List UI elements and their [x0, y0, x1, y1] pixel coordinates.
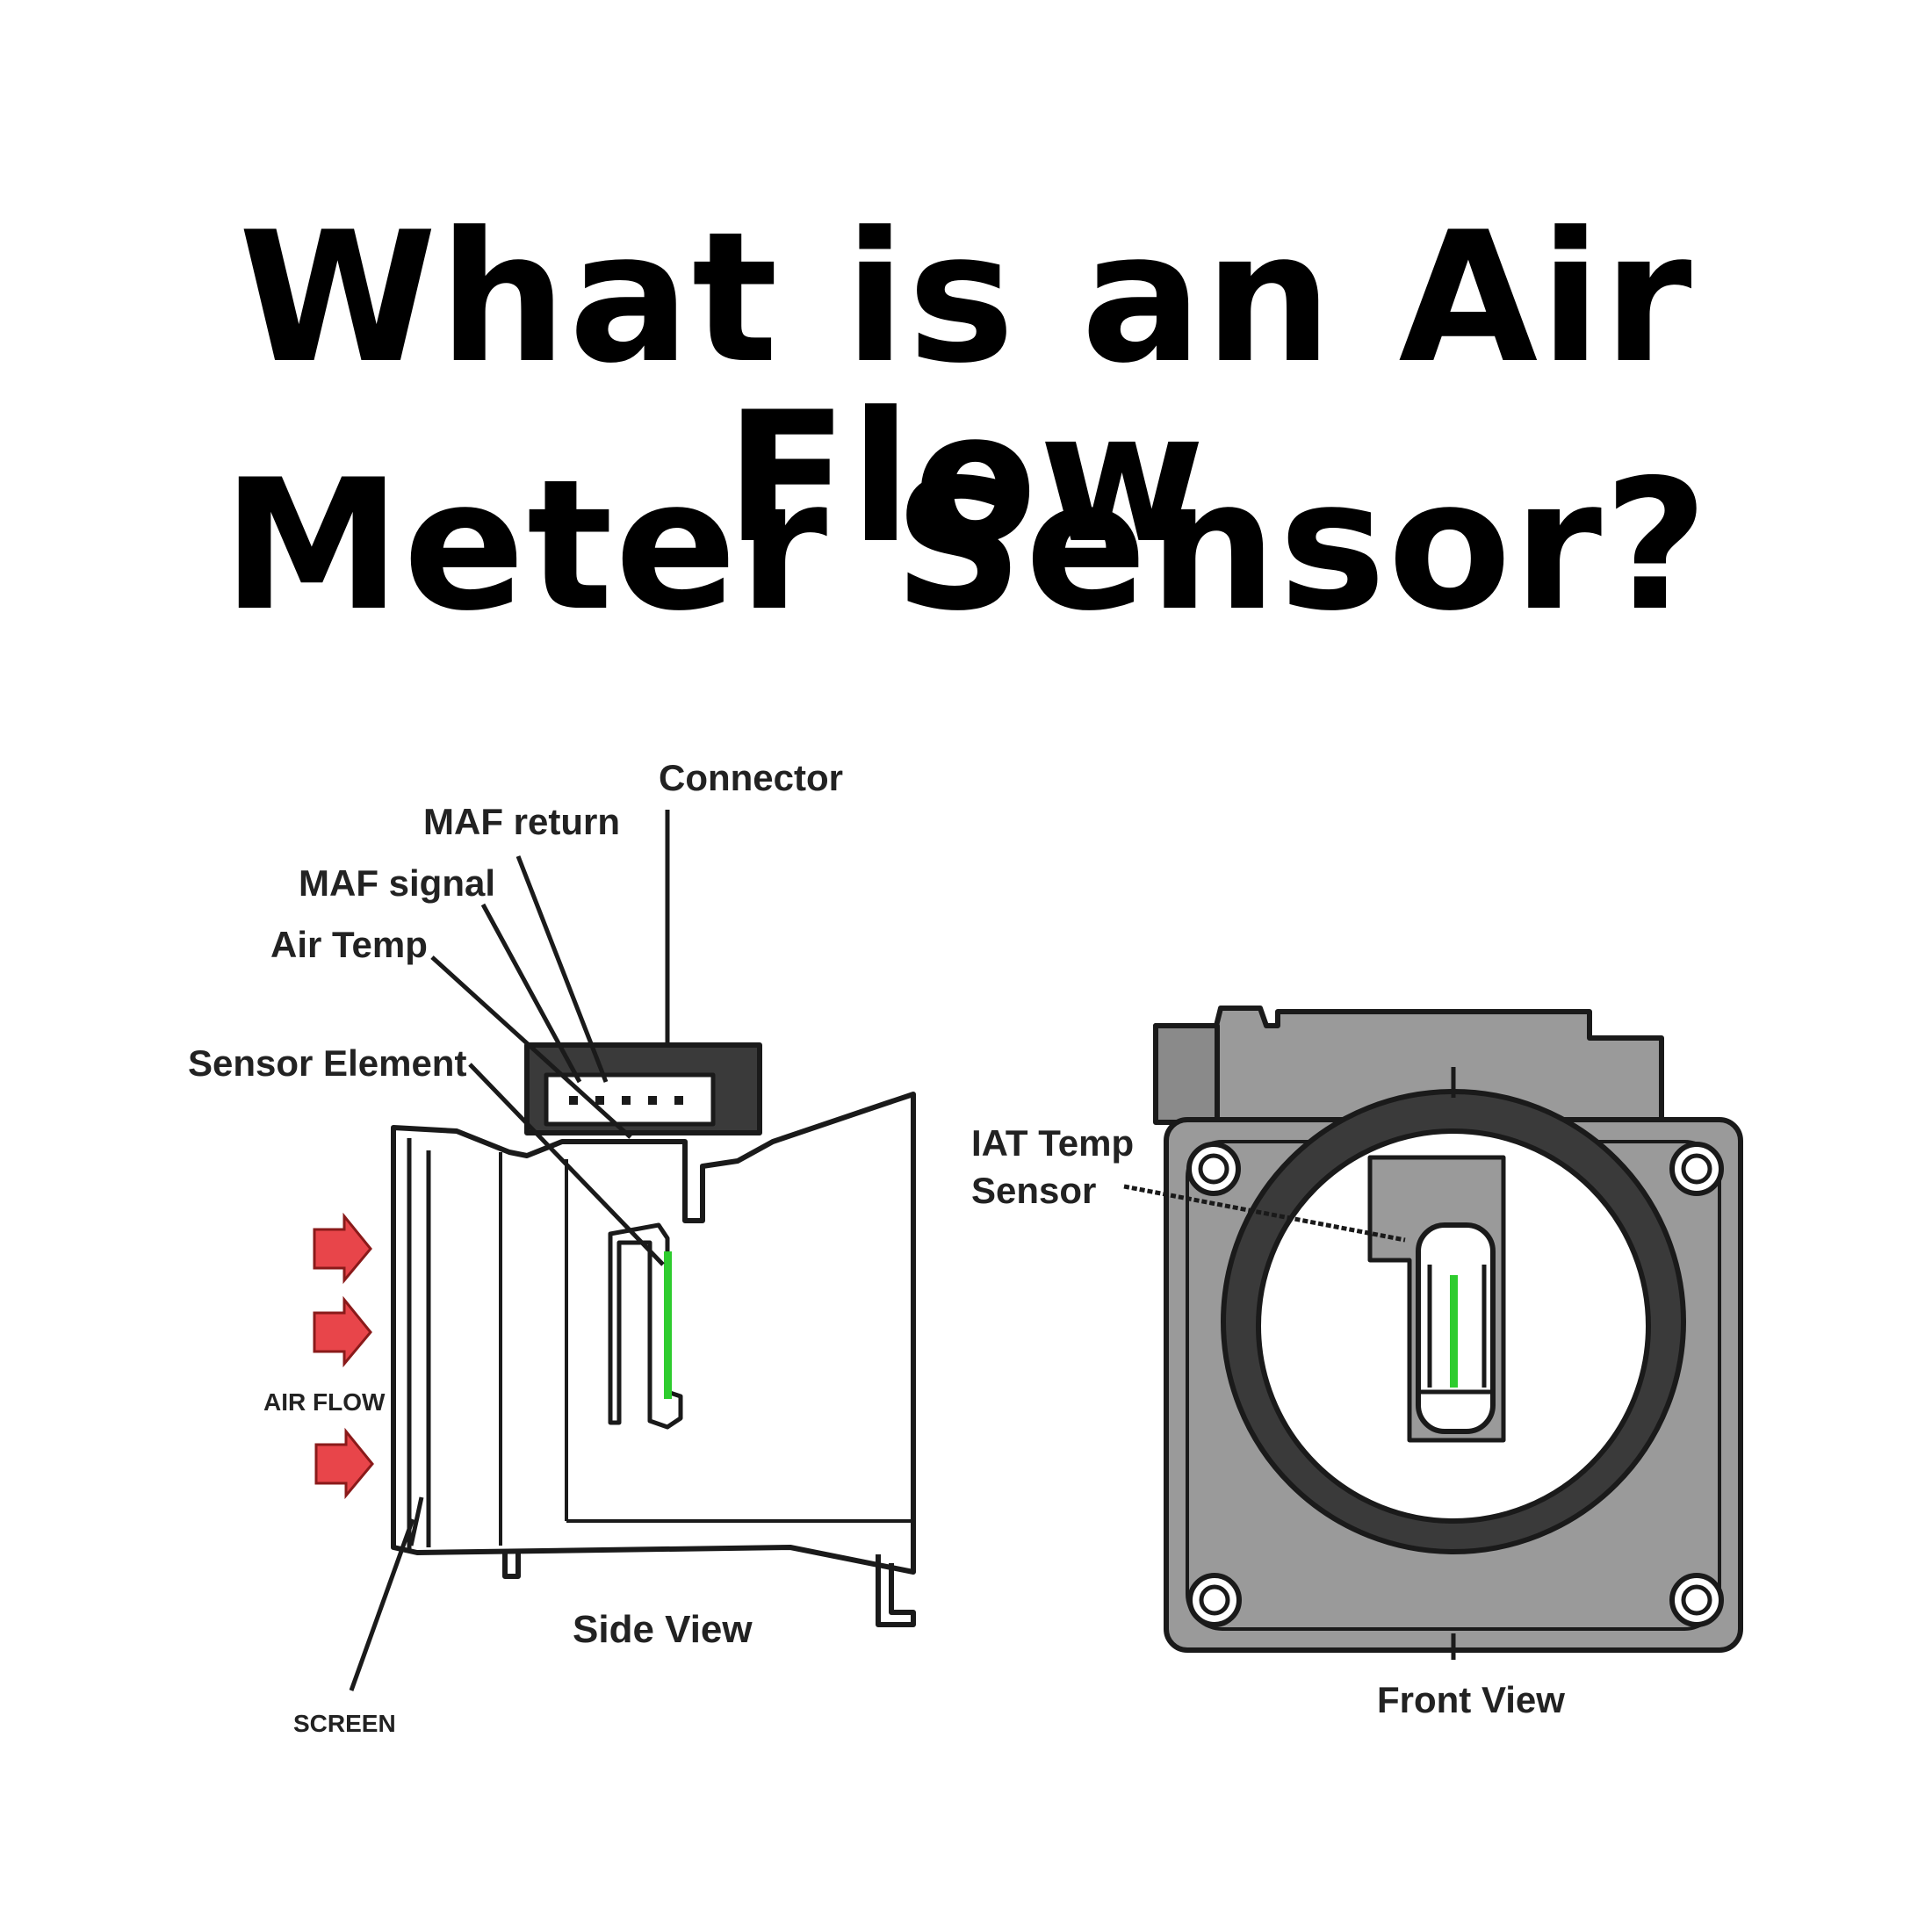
- side-connector-pins: [569, 1096, 683, 1105]
- label-iat-temp-line1: IAT Temp: [971, 1122, 1134, 1164]
- front-view-diagram: [1153, 1006, 1743, 1660]
- front-connector-latch: [1153, 1023, 1220, 1125]
- label-maf-signal: MAF signal: [299, 862, 495, 904]
- page-title-line-2: Meter Sensor?: [221, 442, 1711, 651]
- side-internal-lines: [499, 1152, 913, 1546]
- air-flow-arrow-icon: [313, 1212, 372, 1285]
- mounting-hole-icon: [1187, 1573, 1242, 1627]
- label-air-temp: Air Temp: [270, 924, 428, 965]
- mounting-hole-icon: [1186, 1142, 1241, 1196]
- label-connector: Connector: [659, 757, 843, 798]
- side-sensor-probe: [608, 1222, 683, 1430]
- label-maf-return: MAF return: [423, 801, 620, 842]
- screen-marker: [408, 1496, 424, 1546]
- leader-iat-temp-sensor: [1123, 1184, 1406, 1243]
- label-air-flow: AIR FLOW: [263, 1388, 386, 1416]
- page-title-line-1: What is an Air Flow: [238, 194, 1694, 583]
- label-screen: SCREEN: [293, 1710, 396, 1737]
- side-view-caption: Side View: [573, 1608, 753, 1651]
- sensor-element-green: [1450, 1275, 1458, 1388]
- side-leader-lines: [349, 810, 670, 1691]
- leader-sensor-element: [468, 1063, 665, 1266]
- front-sensor-window-bars: [1418, 1265, 1493, 1395]
- mounting-holes-inner: [1198, 1153, 1712, 1616]
- sensor-element-green: [664, 1251, 672, 1399]
- leader-air-temp: [430, 955, 632, 1139]
- label-sensor-element: Sensor Element: [188, 1042, 466, 1084]
- side-inlet-lip: [391, 1138, 431, 1553]
- label-iat-temp-line2: Sensor: [971, 1170, 1096, 1211]
- mounting-hole-icon: [1669, 1573, 1724, 1627]
- front-view-caption: Front View: [1377, 1679, 1565, 1720]
- air-flow-arrows: [313, 1212, 374, 1500]
- leader-screen: [349, 1518, 415, 1691]
- air-flow-arrow-icon: [313, 1295, 372, 1368]
- mounting-holes: [1186, 1142, 1724, 1627]
- side-bottom-flange: [502, 1549, 916, 1627]
- leader-maf-signal: [480, 903, 582, 1084]
- mounting-hole-icon: [1669, 1142, 1724, 1196]
- air-flow-arrow-icon: [314, 1427, 374, 1500]
- leader-maf-return: [515, 855, 609, 1083]
- side-view-diagram: [391, 1042, 916, 1627]
